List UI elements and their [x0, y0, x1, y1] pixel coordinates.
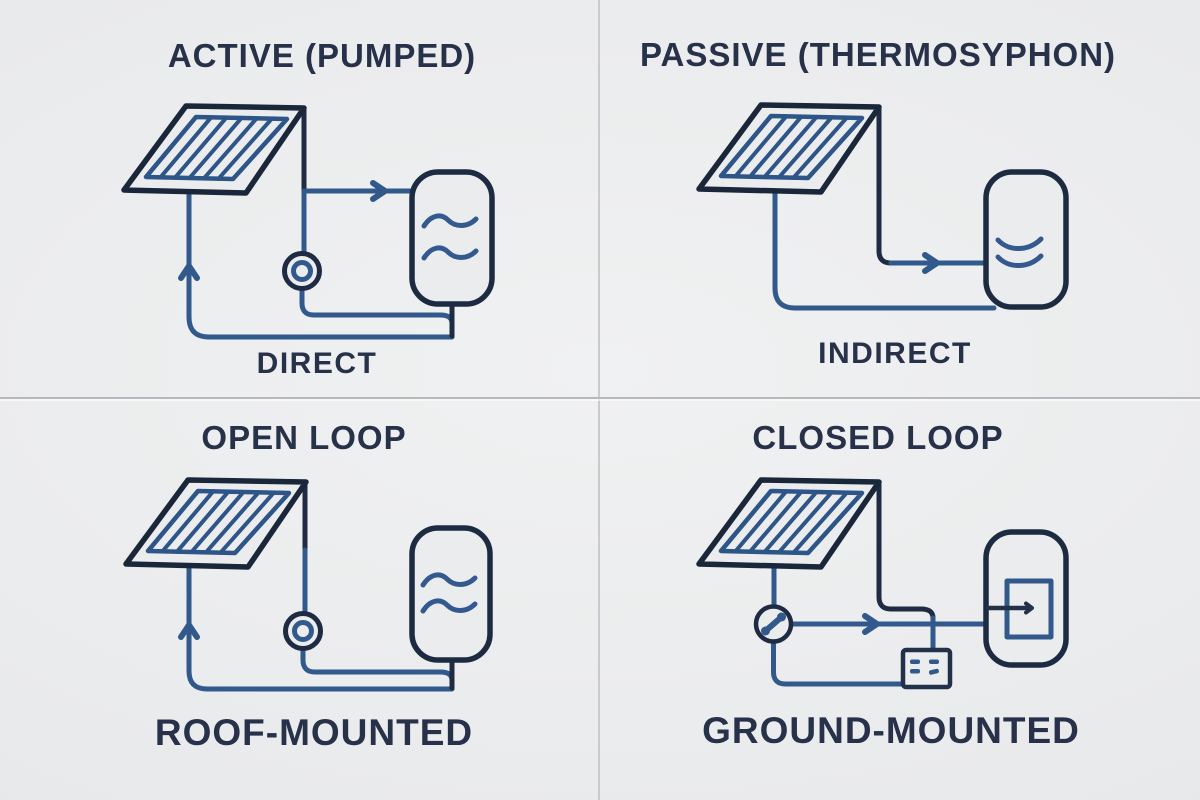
hot-water-wave-icon	[995, 236, 1044, 251]
hot-water-wave-icon	[420, 598, 478, 614]
solar-panel-icon	[696, 102, 882, 195]
storage-tank-icon	[983, 529, 1069, 668]
solar-panel-icon	[123, 477, 309, 570]
diagram-open-loop	[123, 477, 493, 692]
return-pipe	[772, 189, 997, 311]
hot-water-wave-icon	[995, 253, 1044, 268]
quadrant-caption-ground-mounted: GROUND-MOUNTED	[702, 710, 1080, 751]
bottom-return-pipe	[771, 639, 906, 687]
horizontal-divider	[0, 397, 1200, 399]
hot-water-wave-icon	[420, 572, 478, 588]
solar-panel-icon	[121, 103, 307, 196]
flow-arrow-small-icon	[1024, 601, 1034, 615]
quadrant-caption-indirect: INDIRECT	[818, 337, 972, 370]
vertical-divider	[598, 0, 600, 800]
diagram-closed-loop	[696, 477, 1069, 690]
flow-arrow-up-icon	[178, 622, 200, 640]
diagram-passive-thermosyphon	[696, 102, 1069, 311]
quadrant-title-closed-loop: CLOSED LOOP	[752, 419, 1004, 456]
flow-arrow-right-icon	[922, 252, 940, 274]
controller-icon	[900, 647, 953, 690]
return-pipe	[186, 562, 455, 692]
collector-riser-pipe	[876, 481, 936, 621]
flow-arrow-up-icon	[178, 263, 200, 281]
flow-arrow-right-icon	[862, 613, 880, 635]
storage-tank-icon	[409, 169, 495, 307]
quadrant-title-passive-thermosyphon: PASSIVE (THERMOSYPHON)	[639, 36, 1117, 73]
collector-riser-pipe	[876, 106, 894, 266]
solar-panel-icon	[696, 477, 882, 570]
quadrant-title-active-pumped: ACTIVE (PUMPED)	[167, 37, 477, 74]
storage-tank-icon	[983, 169, 1069, 310]
flow-arrow-right-icon	[370, 180, 388, 202]
hot-water-wave-icon	[421, 213, 479, 229]
quadrant-title-open-loop: OPEN LOOP	[201, 419, 407, 456]
storage-tank-icon	[409, 525, 493, 663]
quadrant-caption-direct: DIRECT	[256, 347, 378, 380]
pump-icon	[283, 611, 323, 651]
valve-pump-icon	[753, 604, 794, 644]
pump-icon	[282, 251, 322, 291]
hot-water-wave-icon	[421, 245, 479, 261]
diagram-active-pumped	[121, 103, 495, 340]
quadrant-caption-roof-mounted: ROOF-MOUNTED	[154, 712, 474, 753]
return-pipe	[186, 190, 455, 340]
